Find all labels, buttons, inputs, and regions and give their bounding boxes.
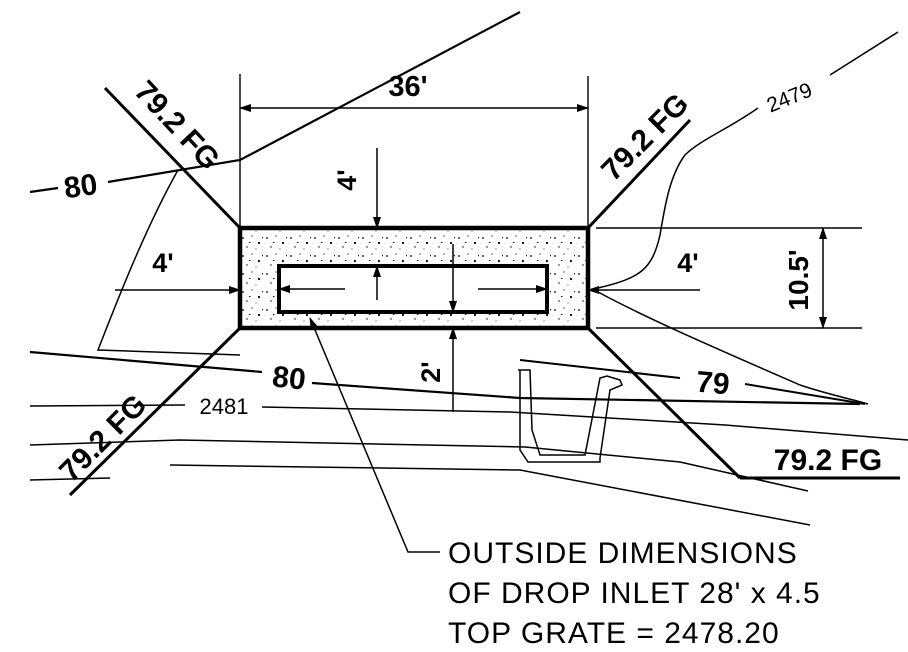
contour-label-2479: 2479 <box>764 79 816 118</box>
contour-labels: 80 80 79 2479 2481 <box>62 79 816 419</box>
contour-lines <box>29 11 908 526</box>
contour-label-80-left: 80 <box>62 168 100 205</box>
dim-label-right: 4' <box>677 248 698 278</box>
dim-label-top: 4' <box>332 169 362 190</box>
finished-grade-lines <box>68 86 900 497</box>
dim-label-height: 10.5' <box>783 249 814 310</box>
contour-label-2481: 2481 <box>200 394 249 419</box>
contour-79 <box>519 359 866 405</box>
dimension-lines <box>115 104 827 553</box>
contour-80-lower <box>29 350 861 406</box>
contour-label-79: 79 <box>695 366 731 402</box>
fg-line-top-right <box>586 118 692 230</box>
dim-label-width: 36' <box>388 71 427 103</box>
fg-label-top-right: 79.2 FG <box>595 87 695 187</box>
contour-left-ground <box>96 169 241 356</box>
dim-label-bottom: 2' <box>416 361 446 382</box>
contour-label-80-bottom: 80 <box>271 360 308 396</box>
fg-line-bottom-left <box>68 326 242 497</box>
dimension-labels: 36' 4' 4' 4' 2' 10.5' <box>152 71 814 383</box>
gutter-outline <box>518 369 623 463</box>
note-line-2: OF DROP INLET 28' x 4.5 <box>448 577 821 610</box>
fg-label-bottom-left: 79.2 FG <box>53 388 153 488</box>
curb-line <box>29 464 811 526</box>
contour-80-upper <box>29 11 521 194</box>
note-leader <box>309 317 440 553</box>
drop-inlet-box <box>237 225 591 331</box>
note-line-1: OUTSIDE DIMENSIONS <box>448 537 798 570</box>
ground-line-lower <box>29 439 809 492</box>
extension-lines <box>239 74 862 329</box>
contour-2479 <box>597 31 899 405</box>
fg-line-bottom-right <box>586 326 742 480</box>
dim-label-left: 4' <box>152 248 173 278</box>
fg-line-top-left <box>103 86 242 230</box>
contour-2481 <box>29 404 908 441</box>
drop-inlet-note: OUTSIDE DIMENSIONS OF DROP INLET 28' x 4… <box>448 537 821 650</box>
fg-label-bottom-right: 79.2 FG <box>774 444 882 477</box>
note-line-3: TOP GRATE = 2478.20 <box>448 617 780 650</box>
